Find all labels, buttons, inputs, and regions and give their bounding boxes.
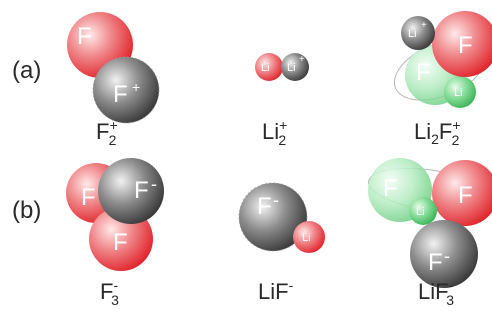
molecule-f2-plus: F F +	[67, 12, 160, 124]
formula-sup: +	[279, 117, 287, 133]
formula-base: Li	[262, 119, 279, 144]
atom-label-f: F	[428, 249, 443, 276]
formula-li2f2-plus: Li2F+2	[414, 117, 461, 148]
charge-label: -	[273, 190, 279, 210]
charge-label: +	[299, 54, 305, 65]
charge-label: +	[421, 20, 427, 31]
charge-label: -	[444, 246, 450, 266]
atom-label-f: F	[458, 182, 473, 209]
formula-part-li: Li	[414, 119, 431, 144]
atom-label-f: F	[416, 59, 431, 86]
atom-label-f: F	[113, 81, 128, 108]
formula-sub-f: 2	[452, 132, 460, 148]
charge-label: -	[151, 174, 157, 194]
formula-base: LiF	[258, 279, 289, 304]
lithium-atom	[444, 76, 476, 108]
formula-lif3-minus: LiF-3	[418, 277, 454, 308]
formula-lif-minus: LiF-	[258, 277, 294, 304]
formula-f2-plus: F+2	[96, 117, 118, 148]
atom-label-li: Li	[261, 62, 270, 74]
atom-label-f: F	[113, 229, 128, 256]
atom-label-f: F	[77, 23, 92, 50]
formula-sup: +	[452, 117, 460, 133]
fluorine-atom-charged	[98, 158, 164, 224]
atom-label-f: F	[257, 193, 272, 220]
molecule-lif3-minus: F Li F F -	[368, 158, 492, 288]
atom-label-f: F	[81, 184, 96, 211]
lithium-atom	[409, 197, 437, 225]
formula-sub: 2	[109, 132, 117, 148]
formula-sub: 3	[111, 292, 119, 308]
formula-sup: -	[289, 277, 294, 293]
fluorine-atom	[432, 11, 492, 77]
formula-f3-minus: F-3	[100, 277, 119, 308]
fluorine-atom	[432, 160, 492, 226]
formula-sup: -	[113, 277, 118, 293]
molecule-li2-plus: Li Li +	[255, 53, 309, 81]
fluorine-atom-charged	[410, 220, 478, 288]
formula-sup: +	[109, 117, 117, 133]
lithium-atom	[255, 53, 283, 81]
atom-label-f: F	[458, 32, 473, 59]
atom-label-f: F	[383, 175, 398, 202]
formula-base: F	[100, 279, 113, 304]
atom-label-li: Li	[416, 206, 425, 218]
molecule-lif-minus: F - Li	[238, 182, 325, 253]
formula-li2-plus: Li+2	[262, 117, 287, 148]
molecule-li2f2-plus: Li + F F Li	[393, 11, 492, 108]
atom-label-li: Li	[287, 62, 296, 74]
row-label-b: (b)	[12, 197, 41, 224]
atom-label-li: Li	[408, 28, 417, 40]
formula-sub: 3	[446, 292, 454, 308]
lithium-atom	[293, 221, 325, 253]
fluorine-atom-charged	[92, 56, 160, 124]
atom-label-li: Li	[454, 87, 463, 99]
lithium-atom-charged	[401, 16, 435, 50]
formula-base: F	[96, 119, 109, 144]
row-label-a: (a)	[12, 57, 41, 84]
atom-label-f: F	[134, 177, 149, 204]
charge-label: +	[132, 79, 140, 95]
formula-base: LiF	[418, 279, 449, 304]
atom-label-li: Li	[302, 232, 311, 244]
formula-sub: 2	[278, 132, 286, 148]
formula-part-f: F	[439, 119, 452, 144]
formula-sub-li: 2	[431, 131, 439, 147]
formula-sup: -	[449, 277, 454, 293]
lithium-atom-charged	[281, 53, 309, 81]
fluorine-atom-charged	[238, 182, 308, 252]
molecule-f3-minus: F F - F	[66, 158, 164, 271]
